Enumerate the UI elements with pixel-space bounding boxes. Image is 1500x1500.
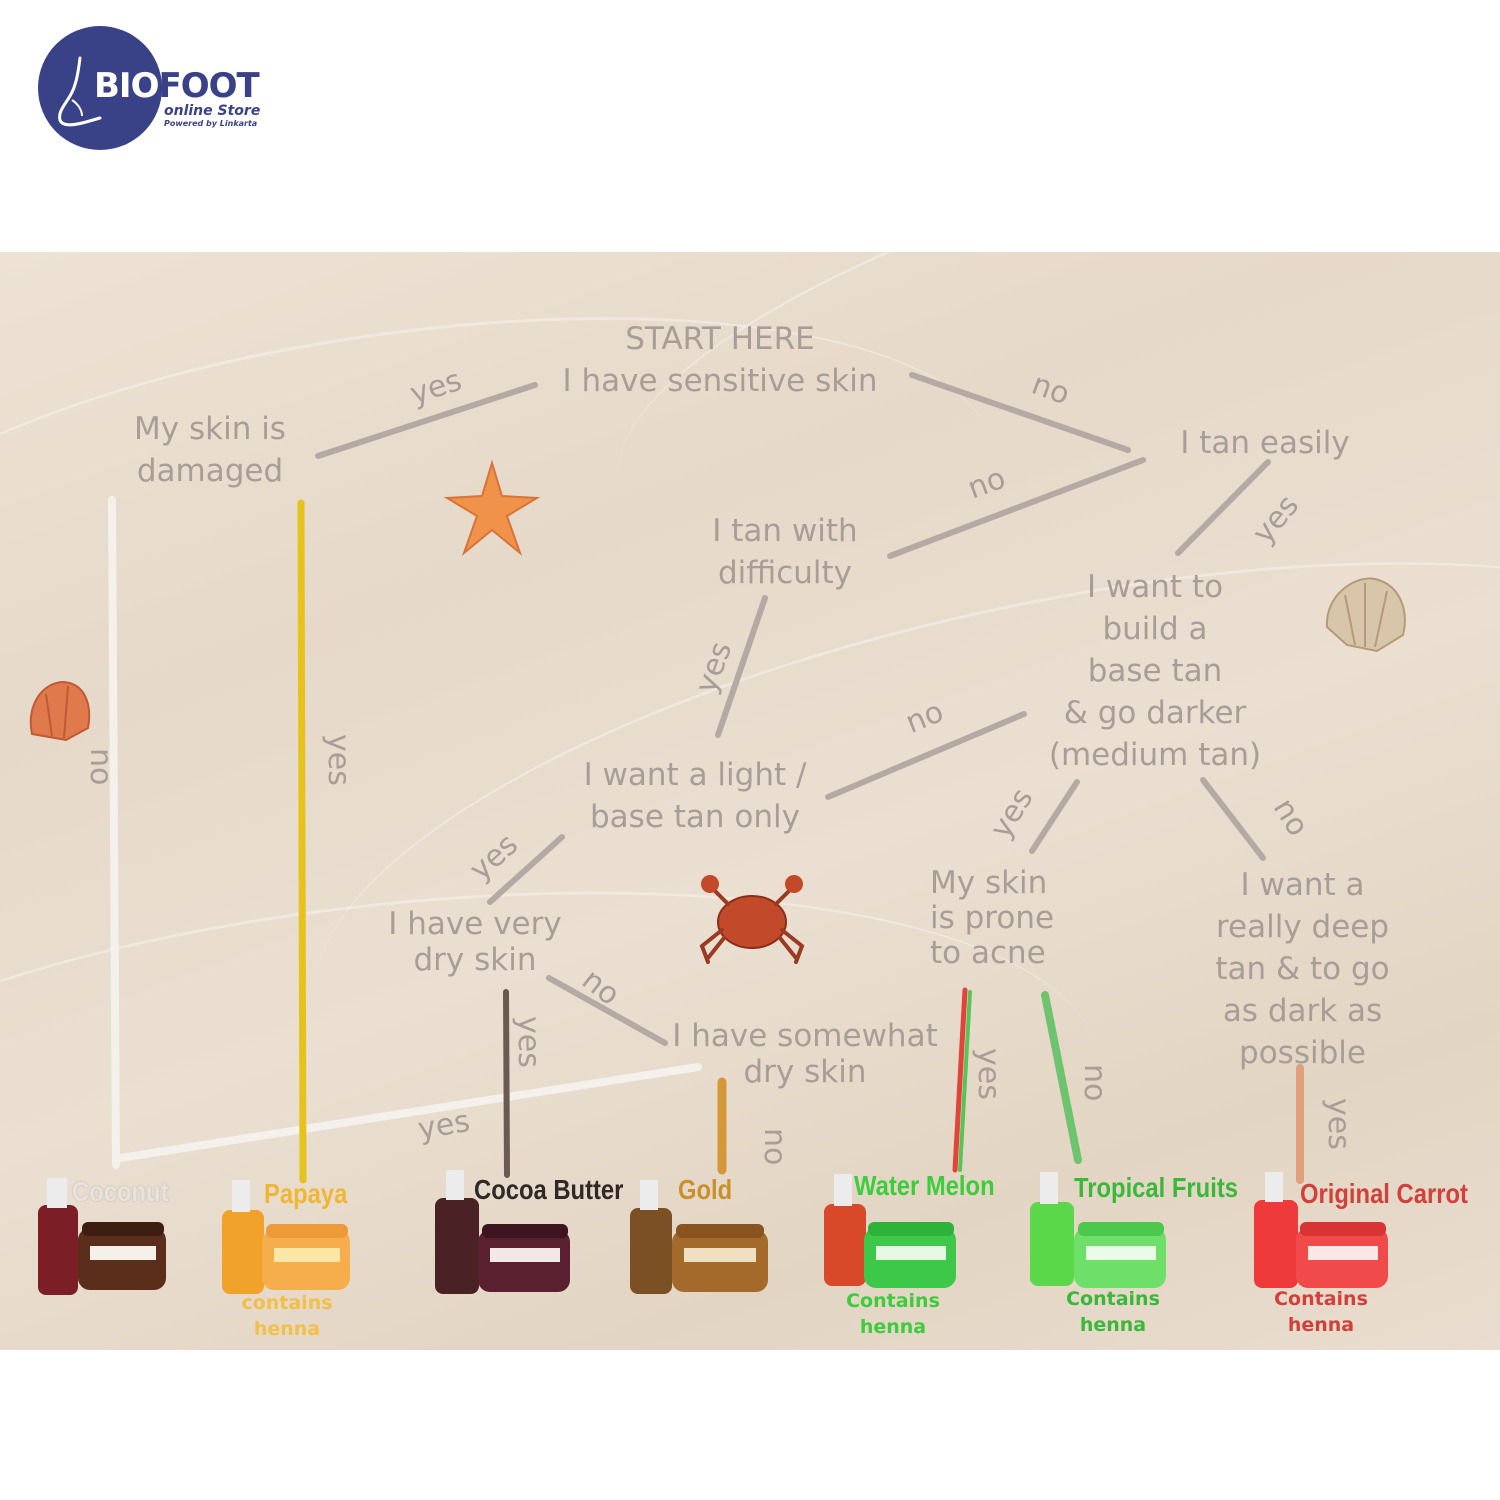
henna-note-original-carrot: Contains henna	[1274, 1288, 1368, 1336]
node-build-base: I want to build a base tan & go darker (…	[1048, 569, 1262, 773]
henna-note-tropical-fruits: Contains henna	[1066, 1288, 1160, 1336]
biofoot-logo[interactable]: BIOFOOT online Store Powered by Linkarta	[38, 26, 278, 151]
product-original-carrot[interactable]: Original Carrot	[1300, 1178, 1468, 1209]
node-start: START HERE I have sensitive skin	[562, 321, 878, 399]
edge-cocoa	[503, 989, 510, 1178]
product-coconut[interactable]: Coconut	[72, 1176, 169, 1207]
edge-tropical	[1041, 991, 1082, 1164]
starfish-icon	[443, 459, 541, 557]
edge-base-no	[825, 711, 1027, 800]
node-very-dry: I have very dry skin	[388, 906, 562, 978]
node-deep-tan: I want a really deep tan & to go as dark…	[1215, 867, 1390, 1071]
logo-circle	[38, 26, 162, 150]
node-tan-easily: I tan easily	[1180, 425, 1350, 461]
node-skin-damaged: My skin is damaged	[134, 411, 286, 489]
logo-brand: BIOFOOT	[94, 66, 260, 106]
edge-watermelon-green	[958, 990, 972, 1172]
red-seashell-icon	[29, 680, 91, 742]
label-no-coconut: no	[83, 748, 118, 786]
node-acne: My skin is prone to acne	[930, 865, 1055, 971]
henna-note-water-melon: Contains henna	[846, 1290, 940, 1338]
product-cocoa-butter[interactable]: Cocoa Butter	[474, 1174, 624, 1205]
node-light-base: I want a light / base tan only	[583, 757, 807, 835]
node-tan-difficulty: I tan with difficulty	[712, 513, 858, 591]
foot-icon	[58, 56, 102, 127]
edge-taneasily-yes	[1175, 459, 1271, 556]
edge-verydry-no	[546, 975, 668, 1046]
label-no-gold: no	[757, 1128, 792, 1166]
edge-coconut-horizontal	[116, 1063, 702, 1162]
logo-powered-by: Powered by Linkarta	[164, 119, 258, 128]
edge-watermelon-red	[952, 987, 968, 1173]
edge-start-yes	[315, 382, 538, 459]
product-gold[interactable]: Gold	[678, 1174, 733, 1205]
label-yes-papaya: yes	[321, 734, 356, 786]
edge-start-no	[909, 372, 1131, 453]
henna-note-papaya: contains henna	[241, 1292, 333, 1340]
edge-coconut-vertical	[108, 496, 120, 1169]
label-yes-carrot: yes	[1321, 1098, 1356, 1150]
label-no-tropical: no	[1077, 1064, 1112, 1102]
edge-papaya	[297, 499, 307, 1184]
edge-base-no-deep	[1200, 777, 1266, 861]
edge-taneasily-no	[887, 457, 1146, 559]
label-yes-cocoa: yes	[511, 1016, 546, 1068]
label-yes-watermelon: yes	[971, 1048, 1006, 1100]
edge-base-yes	[1029, 779, 1080, 854]
edge-difficulty-yes	[715, 595, 768, 738]
seashell-icon	[1325, 577, 1406, 653]
flowchart-background	[0, 252, 1500, 1350]
edge-light-yes	[487, 834, 565, 905]
product-water-melon[interactable]: Water Melon	[854, 1170, 995, 1201]
crab-icon	[699, 875, 805, 964]
logo-subtitle: online Store	[164, 103, 261, 119]
product-papaya[interactable]: Papaya	[264, 1178, 348, 1209]
node-somewhat-dry: I have somewhat dry skin	[672, 1018, 938, 1090]
product-images	[38, 1170, 1388, 1295]
product-tropical-fruits[interactable]: Tropical Fruits	[1074, 1172, 1238, 1203]
